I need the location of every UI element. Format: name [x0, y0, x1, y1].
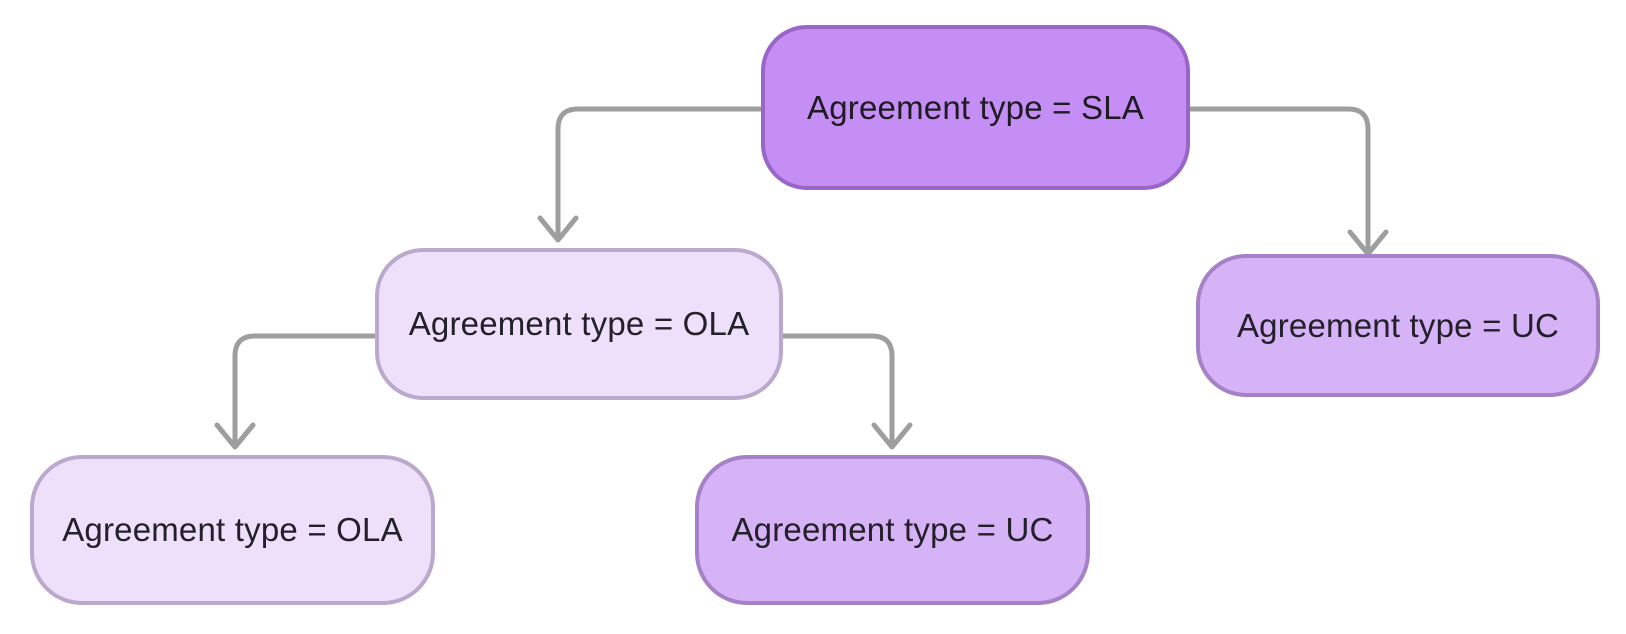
edge-ola-to-uc-path: [780, 333, 895, 446]
node-leaf-ola-label: Agreement type = OLA: [62, 511, 403, 549]
node-root-sla-label: Agreement type = SLA: [807, 88, 1144, 126]
node-root-sla[interactable]: Agreement type = SLA: [761, 25, 1190, 190]
edge-ola-to-uc-arrowhead: [871, 422, 913, 450]
edge-root-to-uc-path: [1187, 106, 1371, 253]
node-leaf-ola[interactable]: Agreement type = OLA: [30, 455, 435, 605]
node-leaf-uc-label: Agreement type = UC: [731, 511, 1054, 549]
edge-ola-to-ola-arrowhead: [214, 422, 256, 450]
edge-root-to-uc-arrowhead: [1347, 229, 1389, 257]
node-mid-uc[interactable]: Agreement type = UC: [1196, 254, 1600, 397]
edge-ola-to-ola-path: [232, 333, 378, 446]
node-mid-uc-label: Agreement type = UC: [1236, 306, 1560, 344]
edge-root-to-ola-path: [555, 106, 764, 239]
edge-root-to-ola-arrowhead: [537, 215, 579, 243]
node-mid-ola[interactable]: Agreement type = OLA: [375, 248, 783, 400]
node-mid-ola-label: Agreement type = OLA: [408, 305, 750, 343]
node-leaf-uc[interactable]: Agreement type = UC: [695, 455, 1090, 605]
